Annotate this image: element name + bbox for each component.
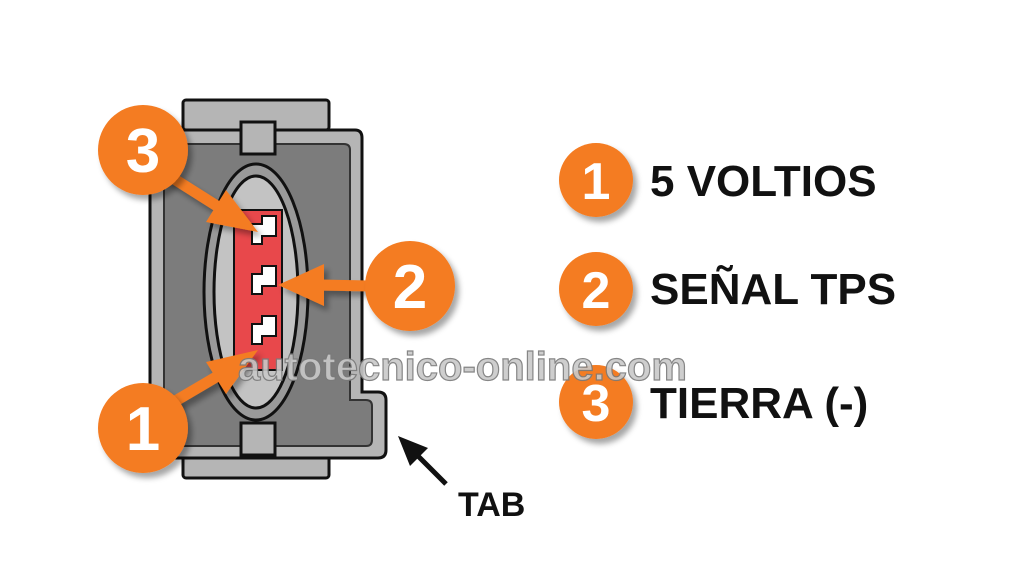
legend-label-1: 5 VOLTIOS	[650, 157, 877, 206]
watermark-text: autotecnico-online.com	[238, 345, 687, 389]
diagram-badge-2: 2	[365, 241, 455, 331]
top-latch-window	[239, 120, 277, 156]
legend-badge-1	[559, 143, 633, 217]
legend-badge-3	[559, 365, 633, 439]
diagram-badge-3: 3	[98, 105, 188, 195]
pin-1-terminal	[251, 315, 277, 345]
legend-item-3: 3 TIERRA (-)	[559, 365, 868, 439]
diagram-badge-3-number: 3	[126, 117, 160, 186]
diagram-badge-1-number: 1	[126, 395, 160, 464]
tab-callout: TAB	[398, 436, 525, 524]
tab-arrow-icon	[398, 436, 428, 466]
legend-item-2: 2 SEÑAL TPS	[559, 252, 896, 326]
legend-number-3: 3	[582, 375, 611, 433]
tab-label: TAB	[458, 486, 525, 524]
diagram-badge-2-number: 2	[393, 253, 427, 322]
legend-label-2: SEÑAL TPS	[650, 264, 896, 314]
pin-2-terminal	[251, 265, 277, 295]
bottom-latch-window	[239, 421, 277, 457]
legend-item-1: 1 5 VOLTIOS	[559, 143, 877, 217]
diagram-badge-1: 1	[98, 383, 188, 473]
legend-badge-2	[559, 252, 633, 326]
pin-3-terminal	[251, 215, 277, 245]
legend-number-1: 1	[582, 153, 611, 211]
arrow-pin-2	[278, 264, 376, 306]
legend-number-2: 2	[582, 262, 611, 320]
legend-label-3: TIERRA (-)	[650, 379, 868, 428]
legend: 1 5 VOLTIOS 2 SEÑAL TPS 3 TIERRA (-)	[559, 143, 896, 439]
